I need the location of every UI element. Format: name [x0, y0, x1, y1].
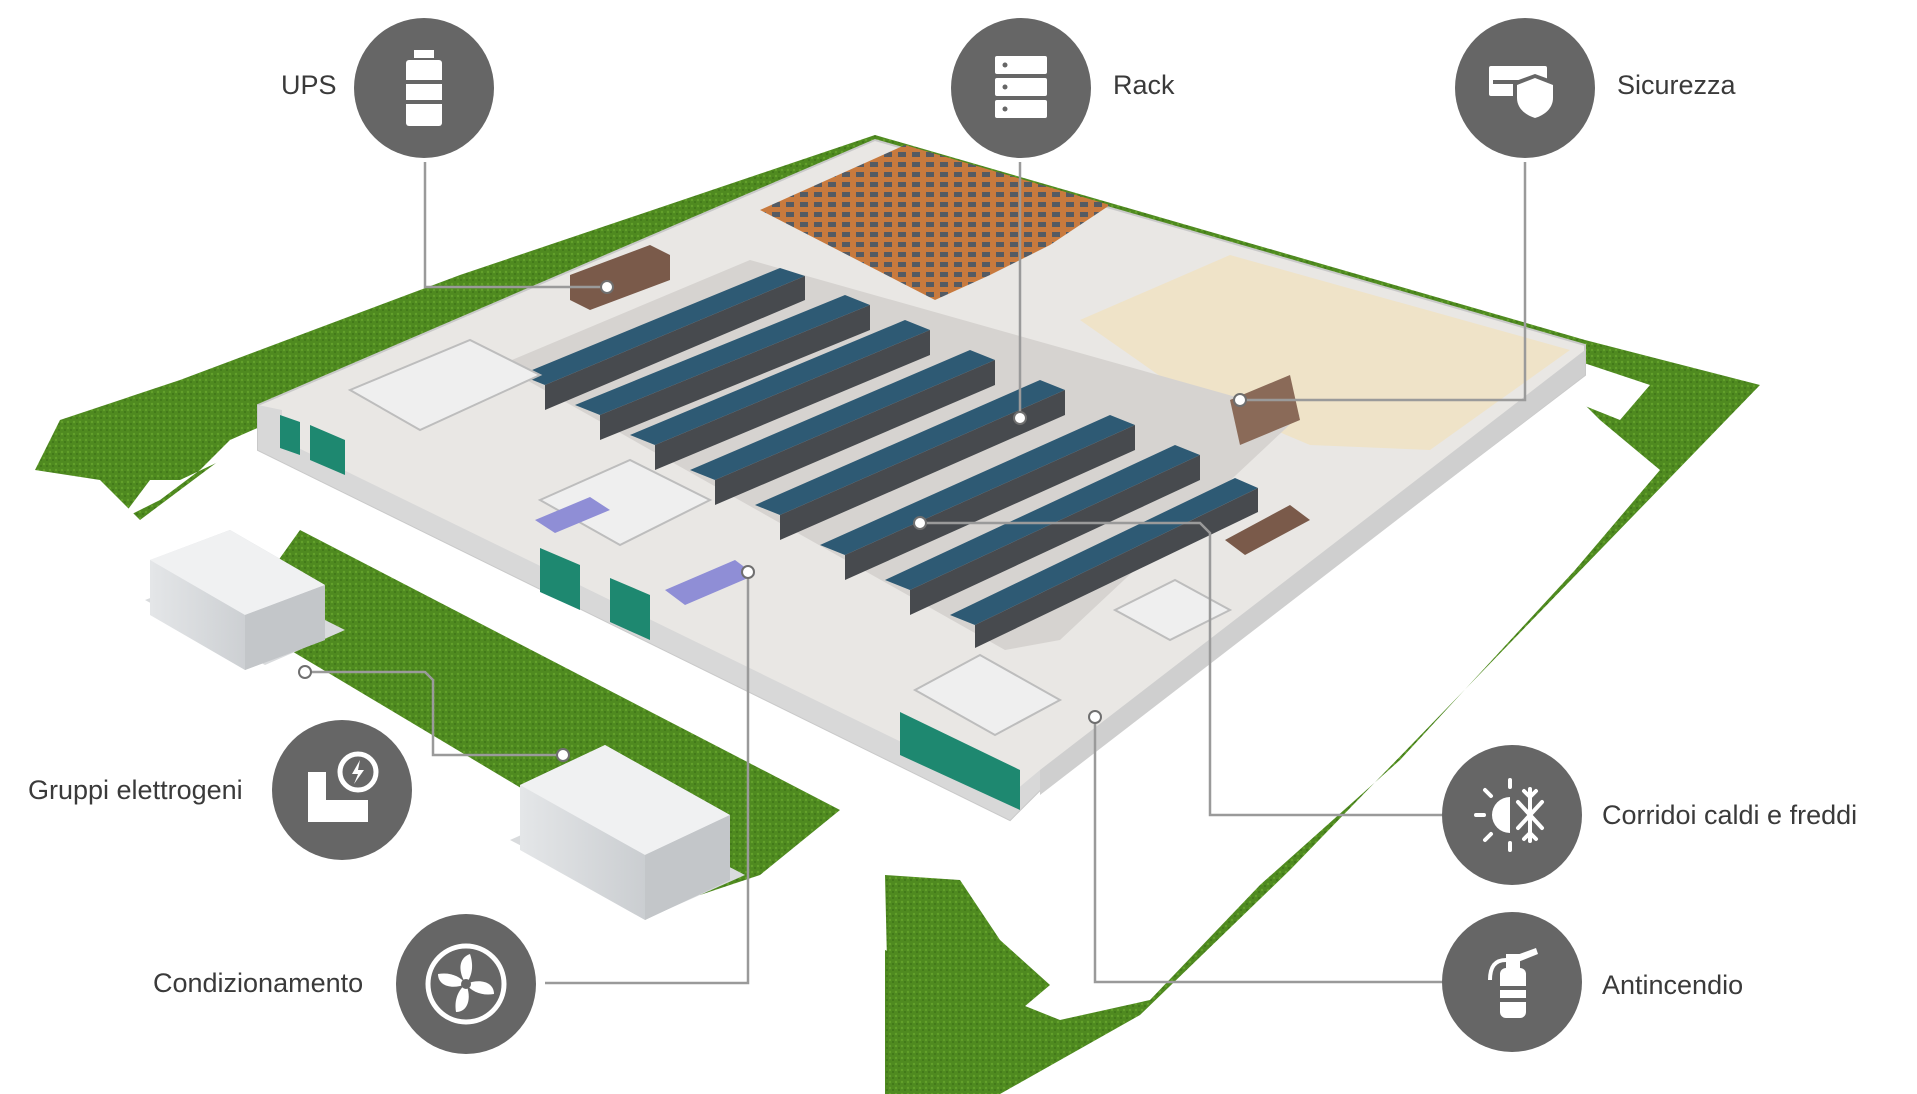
shield-icon	[1489, 66, 1557, 122]
generator-unit	[145, 530, 345, 670]
generators-label: Gruppi elettrogeni	[28, 775, 243, 805]
storage-room	[1230, 375, 1300, 445]
fire-label: Antincendio	[1602, 970, 1744, 1000]
fire-extinguisher-icon	[1488, 948, 1538, 1018]
glass-door	[610, 578, 650, 640]
battery-icon	[406, 50, 442, 126]
leader-lines	[305, 162, 1527, 985]
room	[535, 497, 610, 533]
generators-badge[interactable]	[272, 720, 412, 860]
security-label: Sicurezza	[1617, 70, 1736, 100]
anchor-points	[298, 280, 1247, 762]
ups-label: UPS	[281, 70, 337, 100]
fan-icon	[425, 943, 507, 1025]
room	[912, 653, 1063, 737]
server-rack-icon	[995, 56, 1047, 118]
aisles-label: Corridoi caldi e freddi	[1602, 800, 1858, 830]
ups-badge[interactable]	[354, 18, 494, 158]
cooling-badge[interactable]	[396, 914, 536, 1054]
rack-label: Rack	[1113, 70, 1175, 100]
outer-wall	[1040, 350, 1585, 795]
ups-room	[570, 245, 670, 310]
room	[1112, 578, 1233, 642]
fire-badge[interactable]	[1442, 912, 1582, 1052]
outer-wall	[258, 405, 1040, 820]
generator-icon	[308, 751, 379, 822]
room	[1225, 505, 1310, 555]
cooling-label: Condizionamento	[153, 968, 364, 998]
rack-rows	[520, 268, 1258, 648]
security-badge[interactable]	[1455, 18, 1595, 158]
glass-door	[540, 548, 580, 610]
glass-door	[900, 712, 1020, 810]
grass-area	[885, 875, 1050, 1090]
auditorium	[760, 145, 1110, 300]
aisles-badge[interactable]	[1442, 745, 1582, 885]
room	[537, 458, 713, 547]
room	[665, 560, 755, 605]
glass-door	[280, 415, 300, 455]
sun-snowflake-icon	[1474, 778, 1544, 852]
room	[347, 338, 543, 432]
rack-badge[interactable]	[951, 18, 1091, 158]
generator-unit	[510, 745, 745, 920]
glass-door	[310, 425, 345, 475]
